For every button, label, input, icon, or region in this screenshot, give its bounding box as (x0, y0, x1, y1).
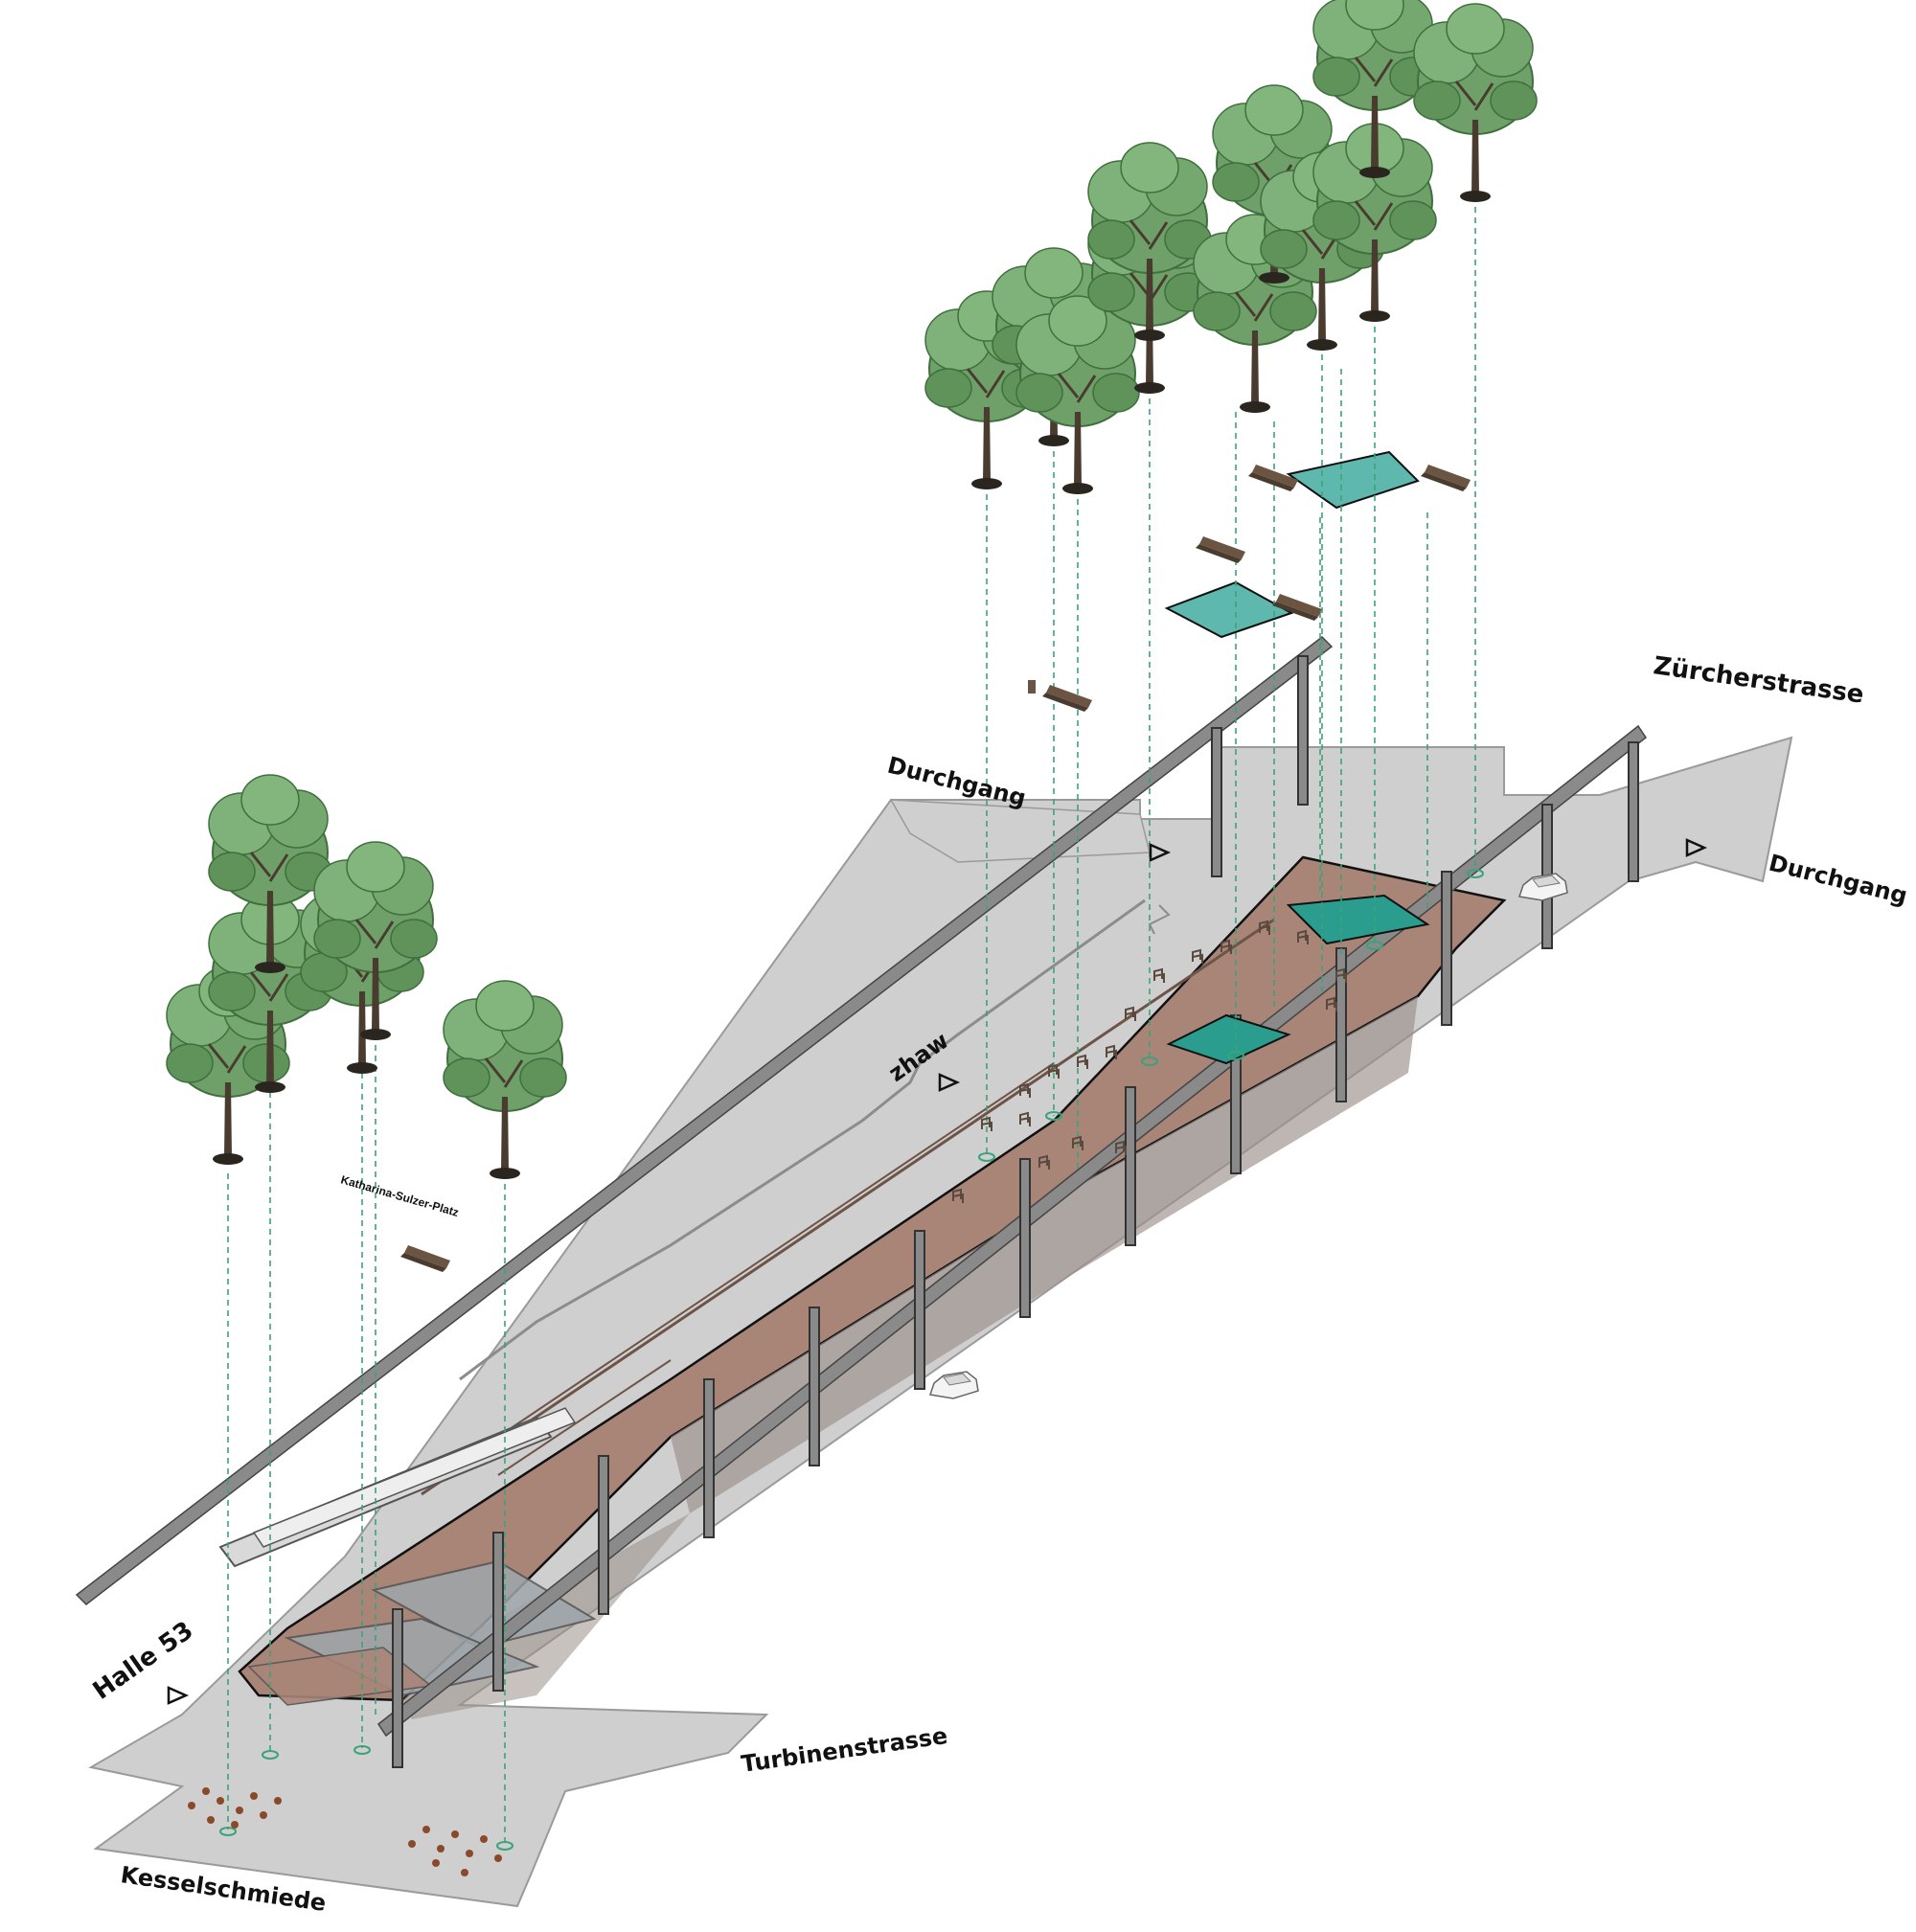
bench-icon (1042, 685, 1092, 712)
column (809, 1307, 820, 1466)
bin-icon (1028, 680, 1036, 693)
trees-east (924, 0, 1539, 496)
column (392, 1608, 403, 1768)
tree-icon (1015, 294, 1141, 496)
glass-canopy (218, 1407, 597, 1706)
planting-markers (219, 869, 1484, 1851)
gravel-dots (188, 1787, 502, 1876)
column (1628, 741, 1639, 882)
column (492, 1532, 504, 1692)
column (1211, 727, 1222, 877)
bench-icon (1196, 536, 1245, 563)
bench-icon (1248, 465, 1298, 491)
bench-icon (1421, 465, 1471, 491)
label-halle-53: Halle 53 (88, 1616, 199, 1705)
column (914, 1230, 925, 1390)
projection-lines (227, 196, 1476, 1844)
column (1019, 1158, 1031, 1318)
column (1441, 871, 1452, 1026)
column (703, 1378, 715, 1538)
label-durchgang-east: Durchgang (1767, 850, 1910, 910)
tree-icon (312, 840, 439, 1042)
car-icon (929, 1371, 979, 1399)
column (598, 1455, 609, 1615)
label-katharina-sulzer-platz: Katharina-Sulzer-Platz (339, 1172, 460, 1219)
benches (400, 465, 1471, 1272)
trees-west (165, 773, 568, 1181)
water-planes-floating (1164, 450, 1420, 639)
label-turbinenstrasse: Turbinenstrasse (740, 1722, 949, 1778)
column (1297, 655, 1309, 806)
label-zuercherstrasse: Zürcherstrasse (1652, 651, 1865, 710)
tree-icon (442, 979, 568, 1181)
bench-icon (400, 1245, 450, 1272)
entrance-arrow-icon (167, 1686, 188, 1705)
column (1125, 1086, 1136, 1246)
water-features-ground (1166, 894, 1430, 1065)
